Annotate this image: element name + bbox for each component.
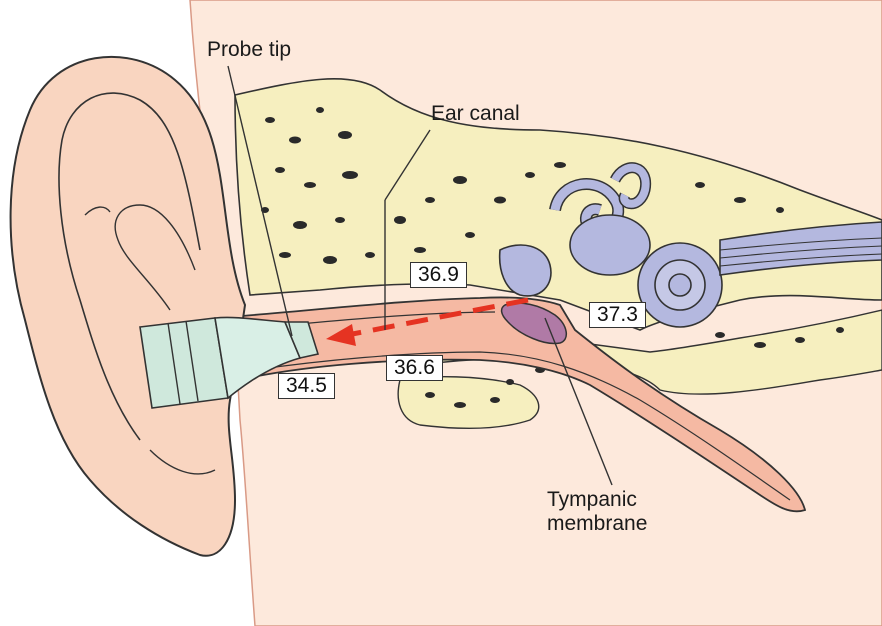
bottom-bone [398, 377, 539, 429]
tympanic-label-line1: Tympanic [547, 488, 647, 512]
pinna [11, 57, 245, 556]
tympanic-membrane-label: Tympanic membrane [547, 488, 647, 535]
probe-tip-label: Probe tip [207, 38, 291, 62]
tympanic-label-line2: membrane [547, 512, 647, 536]
temp-tympanic: 37.3 [589, 302, 646, 328]
probe-body [140, 318, 228, 408]
temp-canal-upper: 36.9 [410, 262, 467, 288]
temp-probe-tip: 34.5 [278, 373, 335, 399]
ear-canal-label: Ear canal [431, 102, 520, 126]
temp-canal-lower: 36.6 [386, 355, 443, 381]
